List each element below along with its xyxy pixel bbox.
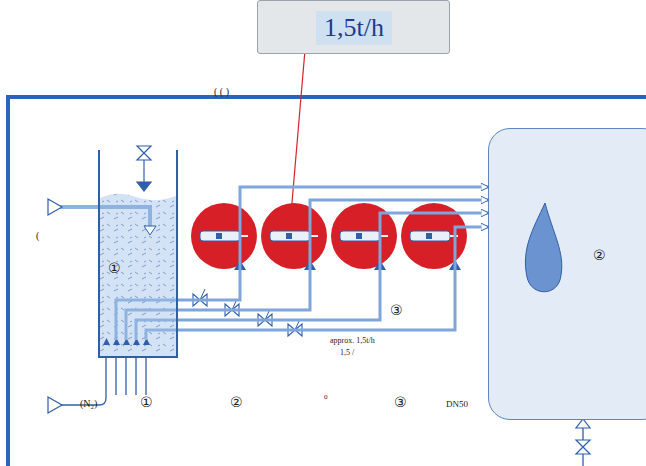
pipe-size: DN50 xyxy=(446,400,468,410)
pipe-connector xyxy=(178,213,488,320)
fluid-texture xyxy=(100,194,176,357)
callout-number: ② xyxy=(593,247,606,264)
flow-arrow xyxy=(304,260,316,270)
valve-symbol xyxy=(225,304,239,316)
flow-display: 1,5t/h xyxy=(257,0,450,54)
valve-stem xyxy=(265,309,270,320)
n2-inlet-arrow xyxy=(48,397,62,413)
pipe-connector xyxy=(178,187,488,300)
flow-arrow xyxy=(374,260,386,270)
pipe-connector xyxy=(178,227,488,330)
flow-arrow xyxy=(449,260,461,270)
boiler-inlet xyxy=(576,419,590,466)
valve-symbol xyxy=(258,314,272,326)
callout-number: ① xyxy=(140,395,153,410)
tank: ① xyxy=(98,150,178,358)
valve-symbol xyxy=(193,294,207,306)
valve-stem xyxy=(200,289,205,300)
n2-pipes xyxy=(60,358,146,405)
fluid xyxy=(100,194,176,357)
flowmeters xyxy=(191,203,467,269)
callout-number: ① xyxy=(108,260,121,277)
inlet-arrow xyxy=(48,199,62,215)
note-text: ( xyxy=(36,230,39,241)
valve-symbol xyxy=(288,324,302,336)
leader-line xyxy=(290,50,305,226)
internal-pipes xyxy=(116,300,178,340)
display-value: 1,5t/h xyxy=(316,11,392,44)
callout-number: ③ xyxy=(390,303,403,318)
flow-note: approx. 1,5t/h xyxy=(330,337,375,346)
callout-number: ③ xyxy=(394,395,407,410)
valve-stem xyxy=(295,319,300,330)
callout-number: ② xyxy=(230,395,243,410)
note-text: 0 xyxy=(324,394,328,402)
flow-arrow xyxy=(144,226,156,235)
boiler: ② xyxy=(488,128,646,420)
note-text: ( ( ) xyxy=(214,86,229,97)
feed-pipe xyxy=(60,207,150,228)
legend-note: (N₂) xyxy=(80,398,97,409)
flame xyxy=(513,199,573,309)
pipe-connector xyxy=(178,200,488,310)
flow-arrow xyxy=(234,260,246,270)
top-valve xyxy=(137,146,151,191)
flow-note: 1,5 / xyxy=(340,349,354,358)
valve-stem xyxy=(232,299,237,310)
flame-shape xyxy=(525,203,561,292)
